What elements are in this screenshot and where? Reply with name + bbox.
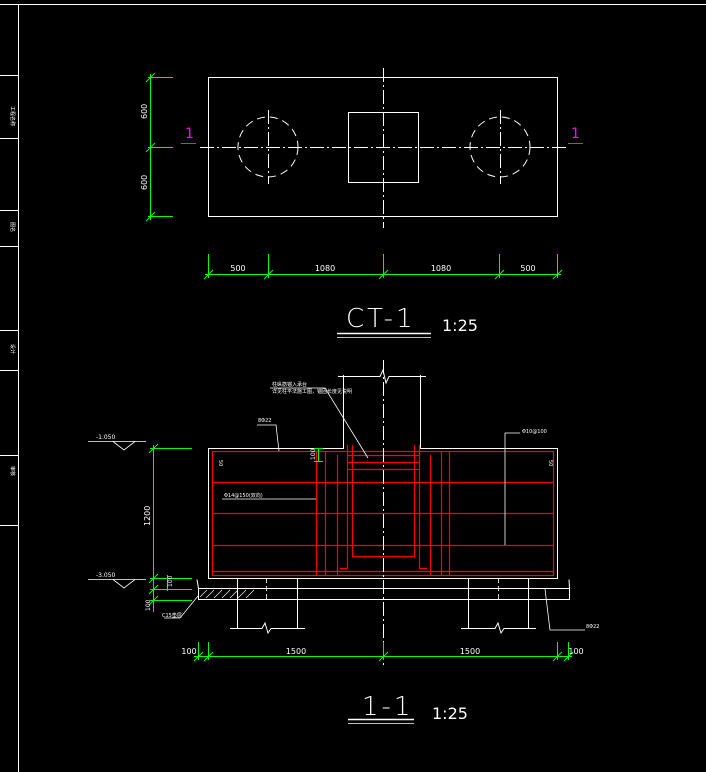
section-small-dim-label: 100 — [310, 448, 317, 460]
plan-title: CT-1 — [346, 304, 416, 334]
plan-hdim-label: 1080 — [431, 264, 451, 273]
annotation-side-bar: Φ14@150(双向) — [224, 492, 263, 499]
annotation-cover: 50 — [217, 460, 223, 466]
title-block-cell: 设计 — [9, 344, 16, 354]
annotation-column-rebar: 柱纵筋锚入承台 — [272, 381, 307, 388]
section-cushion-label: 100 — [145, 599, 152, 611]
annotation-top-bar-left: 8Φ22 — [258, 418, 271, 424]
section-mark-label: 1 — [571, 126, 580, 142]
drawing-frame — [0, 4, 706, 772]
plan-vertical-dimension — [145, 72, 173, 222]
section-hdim-label: 1500 — [286, 647, 306, 656]
annotation-cushion: C15垫层 — [162, 612, 182, 619]
section-cushion-label: 100 — [167, 575, 174, 587]
plan-centerlines — [200, 68, 566, 228]
section-mark-right: 1 — [568, 126, 583, 144]
title-block-cell: 工程名称 — [9, 106, 16, 126]
section-height-label: 1200 — [143, 506, 152, 526]
plan-horizontal-dimension — [203, 254, 563, 280]
annotation-top-bar-right: Φ10@100 — [522, 429, 547, 435]
elevation-bottom — [88, 579, 146, 589]
annotation-cover: 50 — [547, 460, 553, 466]
section-vertical-dimension — [148, 443, 323, 612]
elevation-top-label: -1.050 — [96, 434, 116, 441]
annotation-column-note: 详见柱平法施工图，锚固长度见说明 — [272, 388, 352, 395]
plan-vdim-label: 600 — [140, 175, 149, 190]
section-mark-left: 1 — [181, 126, 196, 144]
title-block-cell: 图名 — [9, 222, 16, 232]
section-hdim-label: 1500 — [460, 647, 480, 656]
section-scale: 1:25 — [432, 704, 468, 723]
section-mark-label: 1 — [185, 126, 194, 142]
plan-view: 1 1 600 600 — [140, 68, 583, 338]
plan-scale: 1:25 — [442, 316, 478, 335]
section-view: 柱纵筋锚入承台 详见柱平法施工图，锚固长度见说明 8Φ22 Φ10@100 Φ1… — [88, 360, 599, 724]
plan-vdim-label: 600 — [140, 104, 149, 119]
title-block-labels: 工程名称 图名 设计 审核 — [9, 106, 16, 476]
section-hdim-label: 100 — [181, 647, 196, 656]
section-title: 1-1 — [362, 692, 413, 722]
title-block-cell: 审核 — [9, 466, 16, 476]
plan-hdim-label: 1080 — [315, 264, 335, 273]
section-hdim-label: 100 — [568, 647, 583, 656]
section-horizontal-dimension — [193, 642, 574, 662]
annotation-bottom-bar: 8Φ22 — [586, 624, 599, 630]
cushion-hatch — [199, 589, 255, 599]
elevation-bottom-label: -3.050 — [96, 572, 116, 579]
plan-hdim-label: 500 — [230, 264, 245, 273]
annotation-leaders — [164, 387, 585, 631]
plan-hdim-label: 500 — [520, 264, 535, 273]
